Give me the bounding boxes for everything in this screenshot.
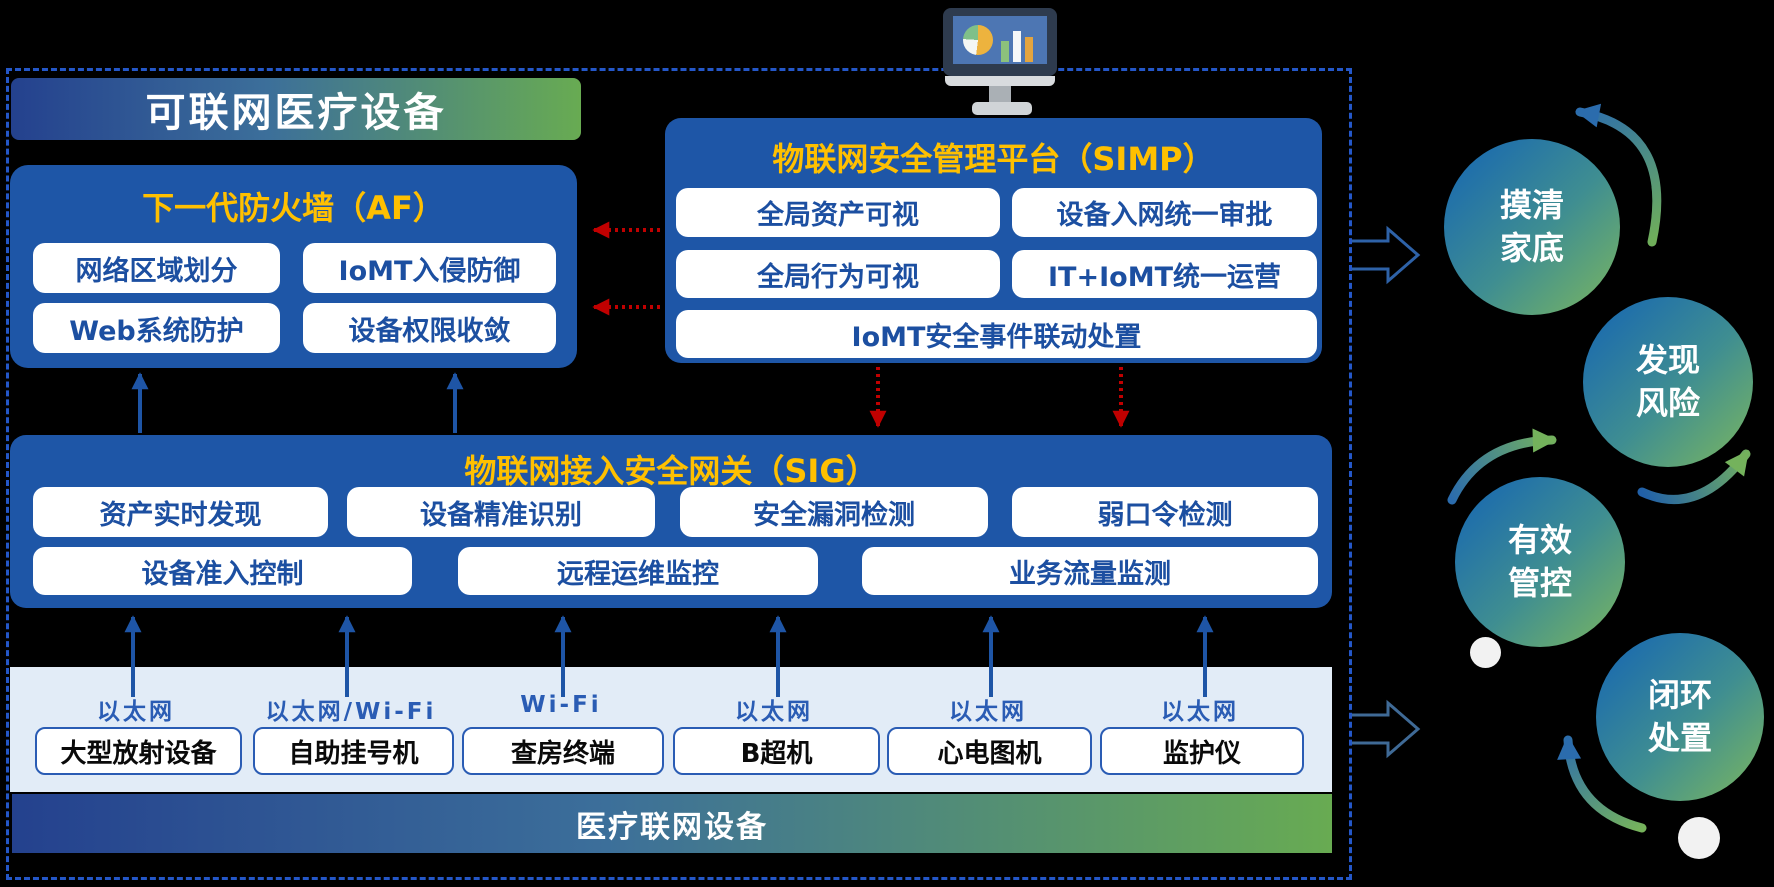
simp-title: 物联网安全管理平台（SIMP） [772,140,1215,178]
firewall-item: Web系统防护 [33,303,280,353]
device-box: 自助挂号机 [253,727,454,775]
decor-dot [1470,637,1501,668]
cycle-step-3: 有效 管控 [1455,477,1625,647]
monitor-base [972,102,1032,115]
sig-item: 设备精准识别 [347,487,655,537]
cycle-step-1: 摸清 家底 [1444,139,1620,315]
sig-item: 资产实时发现 [33,487,328,537]
connection-label: 以太网 [1161,699,1239,725]
connection-label: 以太网 [735,699,813,725]
firewall-item: 网络区域划分 [33,243,280,293]
cycle-step-2: 发现 风险 [1583,297,1753,467]
cycle-label: 闭环 [1647,676,1712,714]
sig-item: 设备准入控制 [33,547,412,595]
cycle-label: 处置 [1647,719,1712,757]
bar-chart-icon [1001,41,1009,62]
sig-item: 业务流量监测 [862,547,1318,595]
monitor-stand [989,86,1011,102]
connection-label: 以太网 [949,699,1027,725]
simp-item: 全局行为可视 [676,250,1000,298]
device-box: 心电图机 [887,727,1092,775]
firewall-title: 下一代防火墙（AF） [142,189,445,227]
header-title: 可联网医疗设备 [145,90,447,136]
connection-label: Wi-Fi [520,692,602,718]
device-box: B超机 [673,727,880,775]
simp-item: 设备入网统一审批 [1012,188,1317,237]
footer-bar: 医疗联网设备 [12,794,1332,853]
simp-item: IT+IoMT统一运营 [1012,250,1317,298]
sig-title: 物联网接入安全网关（SIG） [464,452,878,490]
cycle-label: 发现 [1635,341,1700,379]
bar-chart-icon [1025,37,1033,62]
footer-title: 医疗联网设备 [576,809,768,845]
outline-arrow-top [1352,225,1421,285]
decor-dot [1678,817,1720,859]
device-box: 查房终端 [462,727,664,775]
simp-item: IoMT安全事件联动处置 [676,310,1317,358]
header-bar: 可联网医疗设备 [11,78,581,140]
dashed-boundary [6,68,1352,880]
firewall-item: 设备权限收敛 [303,303,556,353]
cycle-step-4: 闭环 处置 [1596,633,1764,801]
device-box: 大型放射设备 [35,727,242,775]
bar-chart-icon [1013,31,1021,62]
pie-chart-icon [963,25,993,55]
monitor-chin [945,76,1055,86]
connection-label: 以太网/Wi-Fi [265,699,437,725]
sig-item: 远程运维监控 [458,547,818,595]
cycle-label: 风险 [1635,384,1700,422]
cycle-label: 摸清 [1499,186,1564,224]
sig-item: 弱口令检测 [1012,487,1318,537]
connection-label: 以太网 [97,699,175,725]
cycle-label: 有效 [1507,521,1572,559]
cycle-label: 家底 [1499,229,1564,267]
outline-arrow-bottom [1352,699,1421,759]
cycle-label: 管控 [1507,564,1572,602]
firewall-item: IoMT入侵防御 [303,243,556,293]
simp-item: 全局资产可视 [676,188,1000,237]
device-box: 监护仪 [1100,727,1304,775]
sig-item: 安全漏洞检测 [680,487,988,537]
